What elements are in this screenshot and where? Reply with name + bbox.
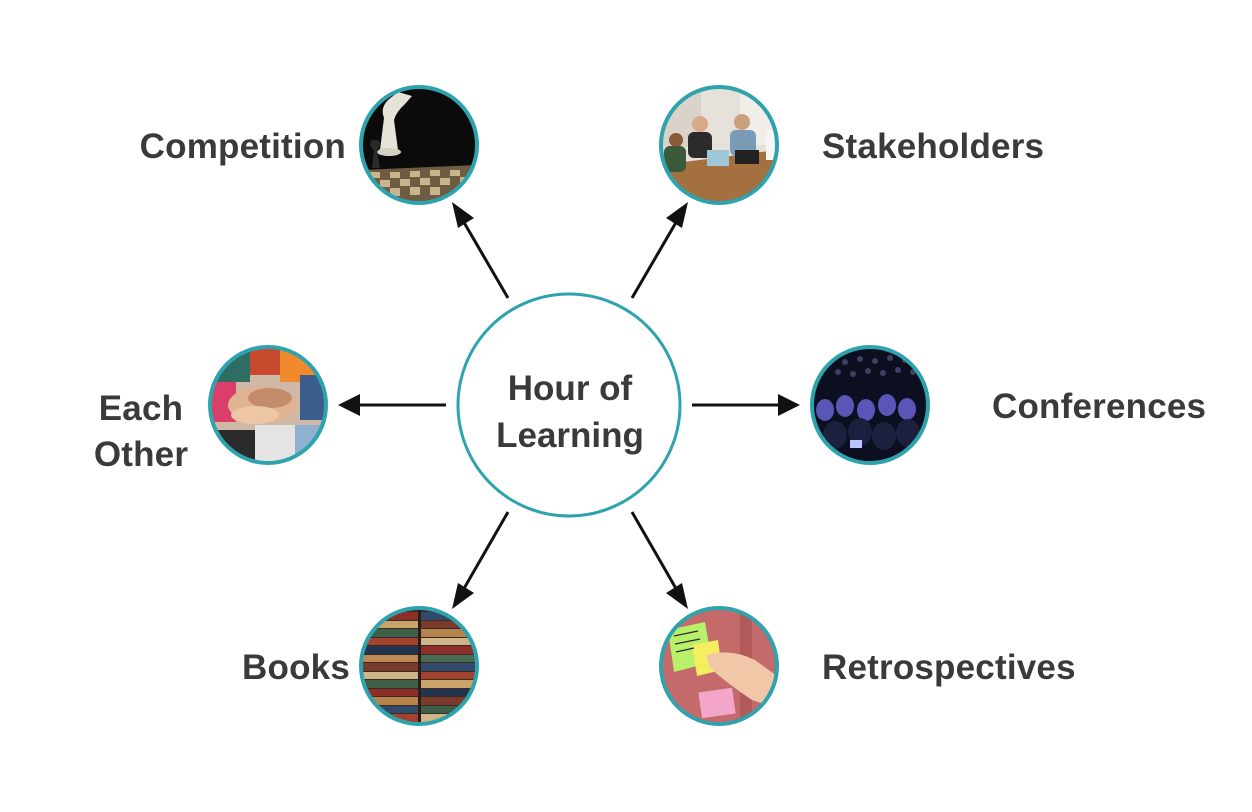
- center-title-line2: Learning: [496, 416, 644, 455]
- competition-label: Competition: [139, 127, 346, 166]
- arrowhead-competition: [452, 202, 474, 228]
- center-title: Hour of Learning: [470, 365, 670, 459]
- arrow-to-stakeholders: [630, 218, 680, 299]
- conferences-ring: [810, 345, 930, 465]
- arrowhead-each-other: [338, 394, 360, 416]
- arrowheads: [338, 202, 800, 609]
- arrowhead-stakeholders: [666, 202, 688, 228]
- stakeholders-label: Stakeholders: [822, 127, 1045, 166]
- each-other-label: Each Other: [86, 386, 196, 478]
- center-circle: [456, 292, 682, 518]
- books-ring: [359, 606, 479, 726]
- stakeholders-ring: [659, 85, 779, 205]
- retrospectives-photo: [661, 608, 777, 724]
- arrowhead-books: [452, 583, 474, 609]
- arrow-to-retrospectives: [630, 511, 680, 593]
- arrow-to-books: [460, 511, 510, 593]
- arrowhead-retrospectives: [666, 583, 688, 609]
- each-other-label-line1: Each: [98, 389, 184, 428]
- competition-ring: [359, 85, 479, 205]
- each-other-label-line2: Other: [93, 435, 189, 474]
- arrows: [356, 218, 782, 593]
- arrowhead-conferences: [778, 394, 800, 416]
- conferences-label: Conferences: [992, 387, 1207, 426]
- each-other-ring: [208, 345, 328, 465]
- conferences-photo: [812, 347, 928, 463]
- arrow-to-competition: [460, 218, 510, 299]
- center-title-line1: Hour of: [507, 369, 633, 408]
- retrospectives-label: Retrospectives: [822, 648, 1076, 687]
- books-label: Books: [242, 648, 350, 687]
- retrospectives-ring: [659, 606, 779, 726]
